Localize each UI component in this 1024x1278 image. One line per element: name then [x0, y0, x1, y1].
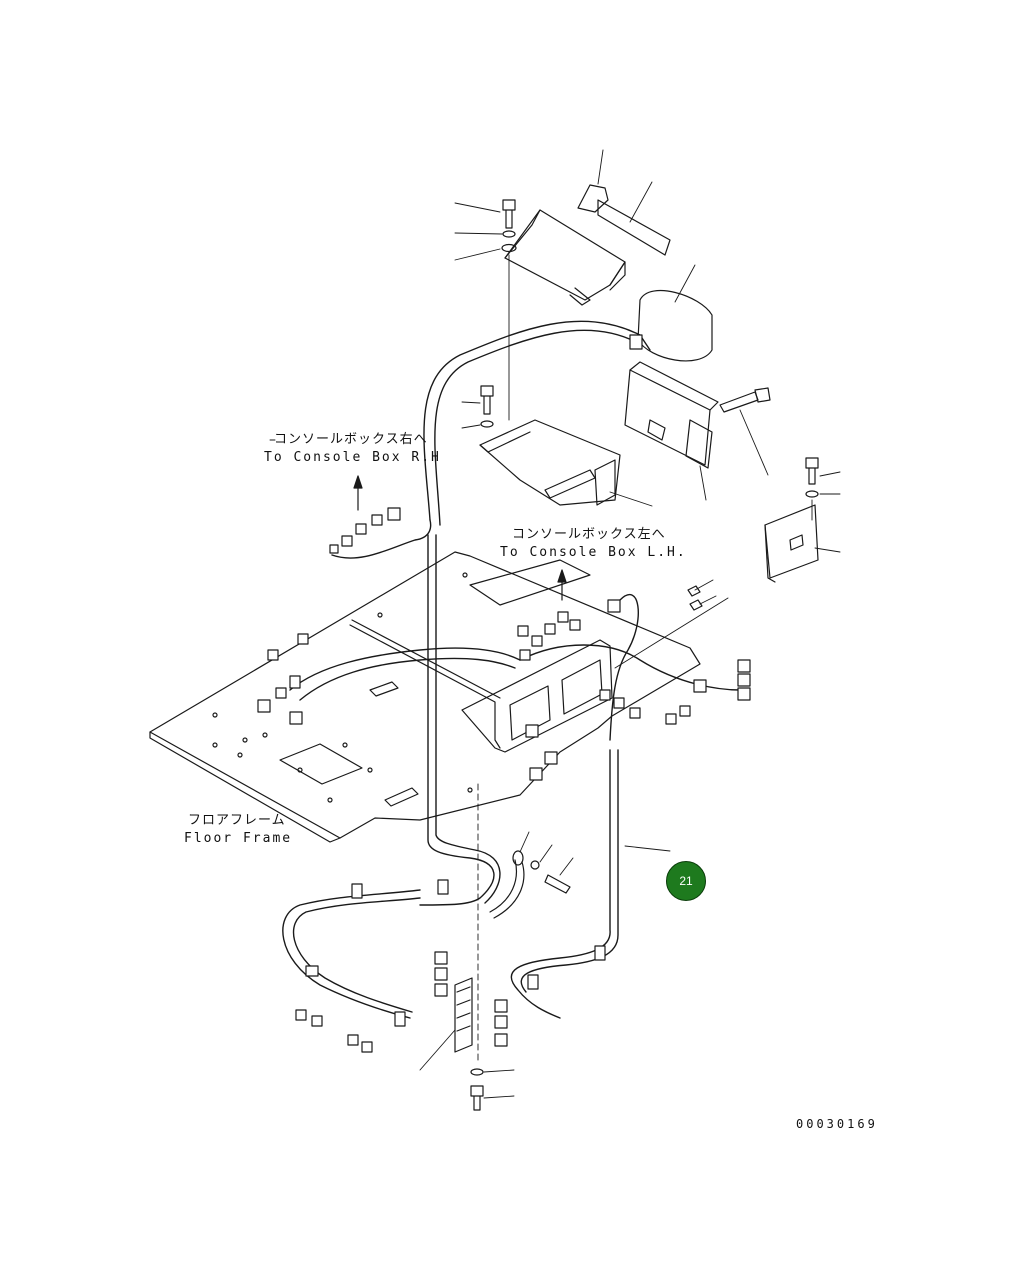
connector-block — [371, 514, 383, 526]
bolts-and-washers — [470, 199, 819, 1111]
connector-block — [544, 623, 556, 635]
connectors — [257, 507, 751, 1053]
connector-block — [387, 507, 401, 521]
connector-block — [517, 625, 529, 637]
clamp — [594, 945, 606, 961]
connector-block — [347, 1034, 359, 1046]
console-lh-label-jp: コンソールボックス左へ — [512, 527, 666, 542]
washer — [502, 230, 516, 238]
connector-block — [529, 767, 543, 781]
connector-block — [267, 649, 279, 661]
clamp — [289, 675, 301, 689]
floor-frame-plate — [149, 551, 701, 843]
alignment-lines — [477, 254, 813, 1061]
connector-block — [629, 707, 641, 719]
console-rh-label-en: To Console Box R.H — [264, 450, 441, 465]
leader-lines — [269, 149, 841, 1099]
console-bracket — [349, 559, 613, 753]
connector-block — [355, 523, 367, 535]
clamp — [437, 879, 449, 895]
connector-block — [434, 967, 448, 981]
connector-block — [289, 711, 303, 725]
connector-block — [613, 697, 625, 709]
connector-block — [737, 687, 751, 701]
bolt — [480, 385, 494, 415]
clamp — [607, 599, 621, 613]
connector-block — [737, 673, 751, 687]
connector-block — [599, 689, 611, 701]
connector-block — [297, 633, 309, 645]
drawing-number: 00030169 — [796, 1117, 878, 1131]
part-callout-21[interactable]: 21 — [666, 861, 706, 901]
console-arrows — [353, 475, 567, 601]
bolt — [502, 199, 516, 229]
connector-block — [494, 999, 508, 1013]
connector-block — [341, 535, 353, 547]
clamp — [527, 974, 539, 990]
nut — [687, 585, 701, 597]
washer — [470, 1068, 484, 1076]
connector-block — [434, 983, 448, 997]
connector-block — [494, 1015, 508, 1029]
nut — [689, 599, 703, 611]
terminal-block — [454, 977, 473, 1053]
connector-bracket — [479, 419, 621, 506]
clip-and-strip — [577, 184, 713, 362]
connector-block — [693, 679, 707, 693]
connector-block — [665, 713, 677, 725]
harness-routing — [282, 320, 741, 1019]
arrow-up-icon — [353, 475, 363, 489]
washer — [501, 243, 517, 253]
bolt — [470, 1085, 484, 1111]
connector-block — [257, 699, 271, 713]
harness-clamps — [289, 334, 643, 1027]
connector-block — [275, 687, 287, 699]
clamp — [394, 1011, 406, 1027]
arrow-up-icon — [557, 569, 567, 583]
connector-block — [295, 1009, 307, 1021]
connector-block — [737, 659, 751, 673]
callout-number: 21 — [679, 874, 693, 888]
connector-block — [544, 751, 558, 765]
connector-block — [519, 649, 531, 661]
connector-block — [311, 1015, 323, 1027]
connector-block — [361, 1041, 373, 1053]
connector-block — [531, 635, 543, 647]
washer — [480, 420, 494, 428]
controller-module — [624, 361, 719, 469]
top-cover-bracket — [504, 209, 626, 306]
clamp — [305, 965, 319, 977]
right-side-plate — [764, 504, 819, 583]
clamp — [351, 883, 363, 899]
floor-frame-label-jp: フロアフレーム — [188, 813, 286, 828]
connector-block — [557, 611, 569, 623]
bolt — [805, 457, 819, 485]
ground-strap — [489, 850, 571, 919]
clamp — [629, 334, 643, 350]
connector-block — [434, 951, 448, 965]
connector-block — [329, 544, 339, 554]
connector-block — [679, 705, 691, 717]
connector-block — [569, 619, 581, 631]
long-bolt — [719, 387, 771, 413]
washer — [805, 490, 819, 498]
console-lh-label-en: To Console Box L.H. — [500, 545, 687, 560]
connector-block — [525, 724, 539, 738]
console-rh-label-jp: コンソールボックス右へ — [274, 432, 428, 447]
floor-frame-label-en: Floor Frame — [184, 831, 293, 846]
connector-block — [494, 1033, 508, 1047]
